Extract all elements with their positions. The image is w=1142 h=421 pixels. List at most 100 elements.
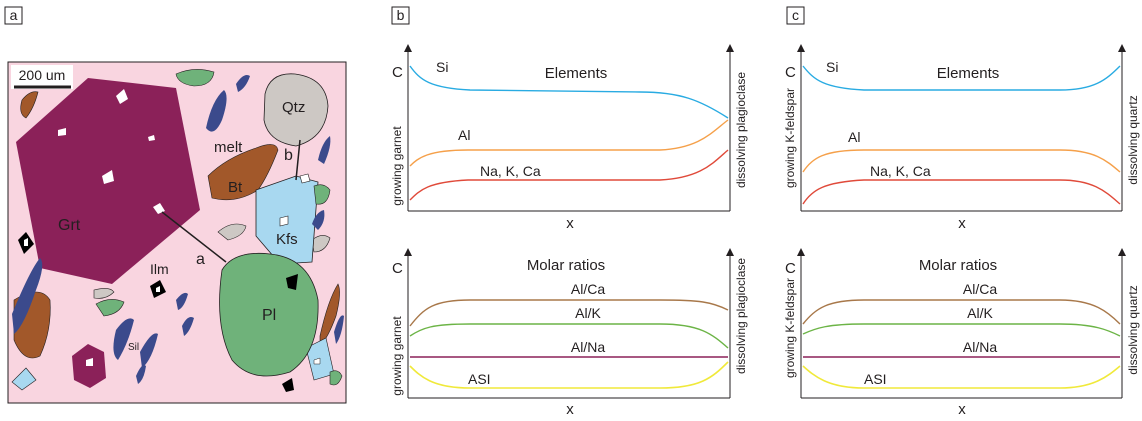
scale-bar-box: [11, 65, 73, 89]
series-label-al: Al: [848, 129, 860, 145]
label-plagioclase: Pl: [262, 307, 276, 324]
label-quartz: Qtz: [282, 99, 305, 116]
right-axis-caption: dissolving quartz: [1126, 95, 1140, 184]
panel-b-tag-box: [391, 6, 410, 25]
series-label-al-ca: Al/Ca: [571, 281, 605, 297]
panel-a: a 200 um: [4, 6, 347, 404]
sillimanite-grain: [136, 365, 146, 384]
garnet-inclusion: [148, 135, 155, 141]
label-biotite: Bt: [228, 179, 243, 196]
panel-b-elements-plot: C x Elements Si Al Na, K, Ca growing gar…: [390, 44, 748, 232]
series-label-si: Si: [436, 59, 448, 75]
label-sillimanite: Sil: [128, 342, 139, 353]
series-si: [802, 65, 1121, 91]
plot-title: Elements: [545, 65, 608, 82]
sillimanite-grain: [12, 258, 43, 334]
plot-title: Elements: [937, 65, 1000, 82]
series-label-al-k: Al/K: [575, 305, 601, 321]
ilmenite-inclusion: [156, 286, 160, 292]
quartz-grain: [311, 235, 331, 253]
biotite-grain: [20, 91, 39, 119]
series-label-al-na: Al/Na: [963, 339, 997, 355]
y-axis-label: C: [392, 260, 403, 277]
garnet-inclusion: [86, 358, 93, 366]
kfeldspar-grain: [11, 367, 37, 391]
scale-bar-label: 200 um: [19, 67, 66, 83]
series-al-k: [409, 323, 729, 349]
sillimanite-grain: [312, 210, 325, 230]
left-axis-caption: growing garnet: [390, 316, 404, 396]
label-profile-a: a: [196, 251, 205, 268]
ilmenite-inclusion: [24, 238, 28, 246]
plot-title: Molar ratios: [527, 257, 605, 274]
label-garnet: Grt: [58, 217, 81, 234]
label-melt: melt: [214, 139, 243, 156]
quartz-grain: [263, 73, 329, 147]
quartz-grain: [217, 223, 247, 241]
sillimanite-grain: [140, 333, 158, 368]
y-axis-label: C: [785, 64, 796, 81]
profile-line-b: [295, 139, 301, 181]
label-profile-b: b: [284, 147, 293, 164]
sillimanite-grain: [182, 317, 194, 336]
series-label-alkali: Na, K, Ca: [480, 163, 541, 179]
sillimanite-grain: [176, 292, 188, 310]
sillimanite-grain: [236, 75, 250, 92]
right-axis-caption: dissolving plagioclase: [734, 258, 748, 374]
series-al-ca: [409, 299, 729, 327]
panel-c-tag: c: [792, 7, 799, 23]
kfeldspar-inclusion: [299, 173, 311, 184]
series-si: [409, 65, 729, 119]
biotite-grain: [207, 144, 279, 201]
left-axis-caption: growing garnet: [390, 126, 404, 206]
series-al-ca: [802, 299, 1121, 325]
series-label-al-ca: Al/Ca: [963, 281, 997, 297]
series-asi: [409, 361, 729, 389]
ilmenite-grain: [282, 378, 294, 392]
panel-a-tag: a: [10, 7, 18, 23]
panel-b-ratios-plot: C x Molar ratios Al/Ca Al/K Al/Na ASI gr…: [390, 248, 748, 418]
garnet-inclusion: [58, 128, 66, 136]
panel-a-tag-box: [4, 6, 23, 25]
plagioclase-grain: [313, 184, 331, 205]
plagioclase-grain: [175, 69, 215, 87]
kfeldspar-inclusion: [279, 215, 289, 227]
series-al-k: [802, 323, 1121, 337]
series-alkali: [802, 179, 1121, 205]
biotite-grain: [319, 283, 340, 347]
left-axis-caption: growing K-feldspar: [783, 88, 797, 188]
series-asi: [802, 365, 1121, 389]
series-al: [409, 119, 729, 167]
garnet-inclusion: [116, 89, 128, 104]
right-axis-caption: dissolving quartz: [1126, 285, 1140, 374]
series-label-alkali: Na, K, Ca: [870, 163, 931, 179]
series-label-al-na: Al/Na: [571, 339, 605, 355]
label-kfeldspar: Kfs: [276, 231, 298, 248]
label-ilmenite: Ilm: [150, 261, 169, 277]
x-axis-label: x: [958, 401, 966, 418]
right-axis-caption: dissolving plagioclase: [734, 72, 748, 188]
panel-b: b C x Elements Si Al Na, K, Ca growing g…: [390, 6, 748, 418]
quartz-grain: [93, 288, 115, 299]
profile-line-a: [161, 211, 227, 263]
sillimanite-grain: [206, 90, 227, 132]
x-axis-label: x: [566, 401, 574, 418]
ilmenite-grain: [286, 274, 298, 290]
x-axis-label: x: [566, 215, 574, 232]
garnet-inclusion: [153, 203, 165, 214]
panel-c-ratios-plot: C x Molar ratios Al/Ca Al/K Al/Na ASI gr…: [783, 248, 1140, 418]
panel-c-tag-box: [786, 6, 805, 25]
series-label-al-k: Al/K: [967, 305, 993, 321]
plot-title: Molar ratios: [919, 257, 997, 274]
series-label-asi: ASI: [864, 371, 887, 387]
kfeldspar-inclusion: [313, 357, 321, 365]
plagioclase-grain: [329, 370, 343, 386]
panel-c: c C x Elements Si Al Na, K, Ca growing K…: [783, 6, 1140, 418]
panel-b-tag: b: [397, 7, 405, 23]
panel-c-elements-plot: C x Elements Si Al Na, K, Ca growing K-f…: [783, 44, 1140, 232]
series-alkali: [409, 149, 729, 201]
y-axis-label: C: [785, 260, 796, 277]
series-label-al: Al: [458, 127, 470, 143]
left-axis-caption: growing K-feldspar: [783, 278, 797, 378]
